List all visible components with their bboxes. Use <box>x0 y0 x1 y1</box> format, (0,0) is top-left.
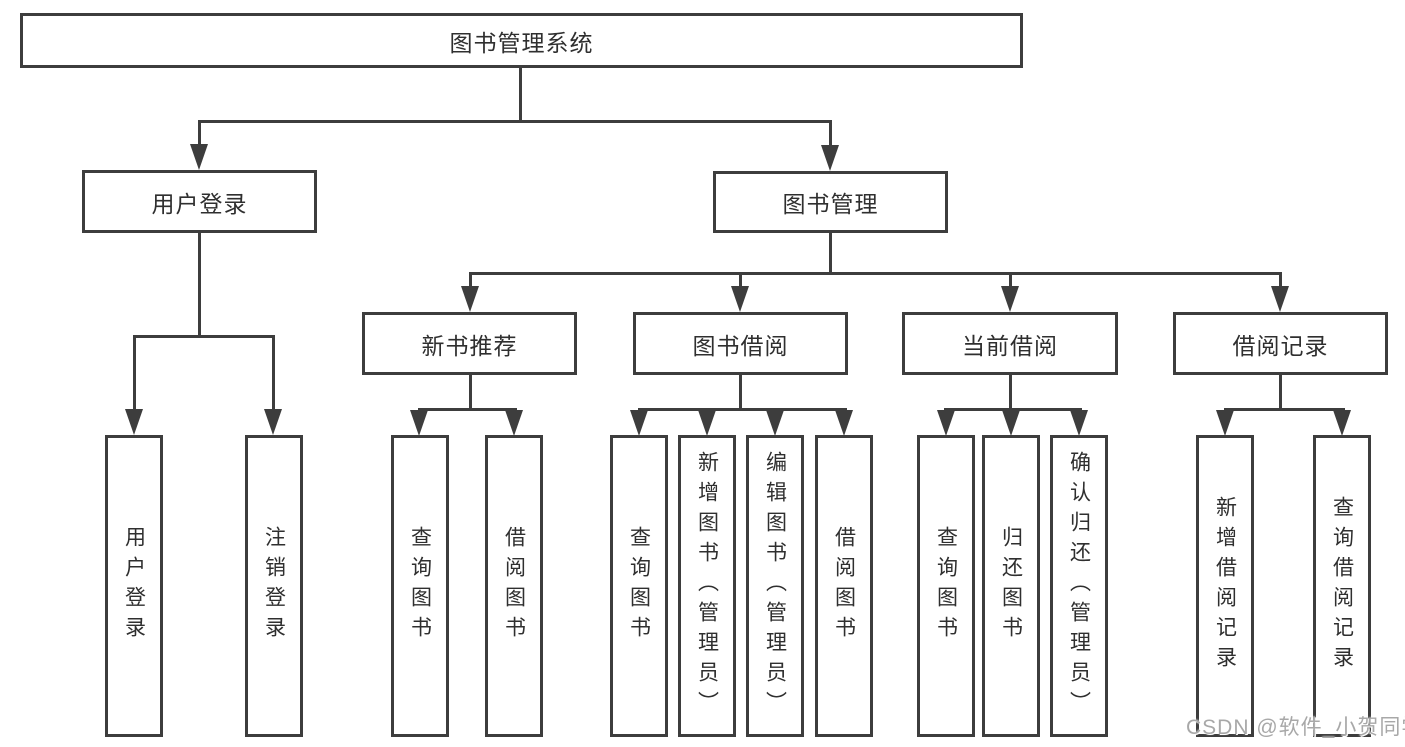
node-book-borrow-label: 图书借阅 <box>692 332 789 359</box>
leaf-newbooks-borrow: 借阅图书 <box>485 435 543 737</box>
arrowhead-down <box>125 409 143 435</box>
branch-line <box>638 408 847 411</box>
stem-line <box>469 375 472 411</box>
branch-line <box>198 120 832 123</box>
stem-line <box>739 375 742 411</box>
node-borrow-records-label: 借阅记录 <box>1232 332 1329 359</box>
csdn-watermark: CSDN @软件_小贺同学 <box>1186 716 1405 739</box>
arrowhead-down <box>630 410 648 436</box>
node-user-login-label: 用户登录 <box>151 190 248 217</box>
arrowhead-down <box>698 410 716 436</box>
stem-line <box>1279 375 1282 411</box>
node-user-login: 用户登录 <box>82 170 317 233</box>
drop-line <box>469 272 472 288</box>
leaf-borrow-edit-admin-label: 编辑图书（管理员） <box>763 451 787 721</box>
arrowhead-down <box>1216 410 1234 436</box>
node-borrow-records: 借阅记录 <box>1173 312 1388 375</box>
leaf-borrow-query: 查询图书 <box>610 435 668 737</box>
leaf-user-login: 用户登录 <box>105 435 163 737</box>
leaf-borrow-query-label: 查询图书 <box>627 526 651 646</box>
node-root: 图书管理系统 <box>20 13 1023 68</box>
leaf-current-query-label: 查询图书 <box>934 526 958 646</box>
leaf-newbooks-query-label: 查询图书 <box>408 526 432 646</box>
stem-line <box>198 233 201 335</box>
branch-line <box>469 272 1282 275</box>
branch-line <box>418 408 517 411</box>
arrowhead-down <box>1002 410 1020 436</box>
drop-line <box>198 120 201 146</box>
drop-line <box>133 335 136 411</box>
arrowhead-down <box>1333 410 1351 436</box>
branch-line <box>1224 408 1345 411</box>
arrowhead-down <box>835 410 853 436</box>
leaf-current-confirm-admin: 确认归还（管理员） <box>1050 435 1108 737</box>
leaf-newbooks-query: 查询图书 <box>391 435 449 737</box>
drop-line <box>739 272 742 288</box>
leaf-current-confirm-admin-label: 确认归还（管理员） <box>1067 451 1091 721</box>
leaf-newbooks-borrow-label: 借阅图书 <box>502 526 526 646</box>
arrowhead-down <box>937 410 955 436</box>
leaf-records-query-label: 查询借阅记录 <box>1330 496 1354 676</box>
stem-line <box>519 68 522 120</box>
leaf-borrow-edit-admin: 编辑图书（管理员） <box>746 435 804 737</box>
leaf-current-return: 归还图书 <box>982 435 1040 737</box>
node-current-borrow: 当前借阅 <box>902 312 1118 375</box>
arrowhead-down <box>505 410 523 436</box>
leaf-logout-label: 注销登录 <box>262 526 286 646</box>
arrowhead-down <box>821 145 839 171</box>
arrowhead-down <box>410 410 428 436</box>
leaf-current-return-label: 归还图书 <box>999 526 1023 646</box>
arrowhead-down <box>1070 410 1088 436</box>
node-book-borrow: 图书借阅 <box>633 312 848 375</box>
branch-line <box>944 408 1082 411</box>
node-root-label: 图书管理系统 <box>449 29 594 56</box>
leaf-records-add-label: 新增借阅记录 <box>1213 496 1237 676</box>
arrowhead-down <box>190 144 208 170</box>
stem-line <box>1009 375 1012 411</box>
leaf-borrow-add-admin-label: 新增图书（管理员） <box>695 451 719 721</box>
arrowhead-down <box>264 409 282 435</box>
leaf-records-add: 新增借阅记录 <box>1196 435 1254 737</box>
arrowhead-down <box>766 410 784 436</box>
drop-line <box>1279 272 1282 288</box>
stem-line <box>829 233 832 275</box>
leaf-user-login-label: 用户登录 <box>122 526 146 646</box>
node-book-mgmt: 图书管理 <box>713 171 948 233</box>
arrowhead-down <box>731 286 749 312</box>
branch-line <box>133 335 274 338</box>
leaf-borrow-add-admin: 新增图书（管理员） <box>678 435 736 737</box>
node-current-borrow-label: 当前借阅 <box>962 332 1058 359</box>
drop-line <box>829 120 832 147</box>
node-new-books: 新书推荐 <box>362 312 577 375</box>
node-book-mgmt-label: 图书管理 <box>782 191 879 217</box>
leaf-borrow-book: 借阅图书 <box>815 435 873 737</box>
arrowhead-down <box>1271 286 1289 312</box>
leaf-logout: 注销登录 <box>245 435 303 737</box>
node-new-books-label: 新书推荐 <box>421 332 518 359</box>
leaf-borrow-book-label: 借阅图书 <box>832 526 856 646</box>
drop-line <box>1009 272 1012 288</box>
leaf-records-query: 查询借阅记录 <box>1313 435 1371 737</box>
arrowhead-down <box>1001 286 1019 312</box>
drop-line <box>272 335 275 411</box>
leaf-current-query: 查询图书 <box>917 435 975 737</box>
arrowhead-down <box>461 286 479 312</box>
